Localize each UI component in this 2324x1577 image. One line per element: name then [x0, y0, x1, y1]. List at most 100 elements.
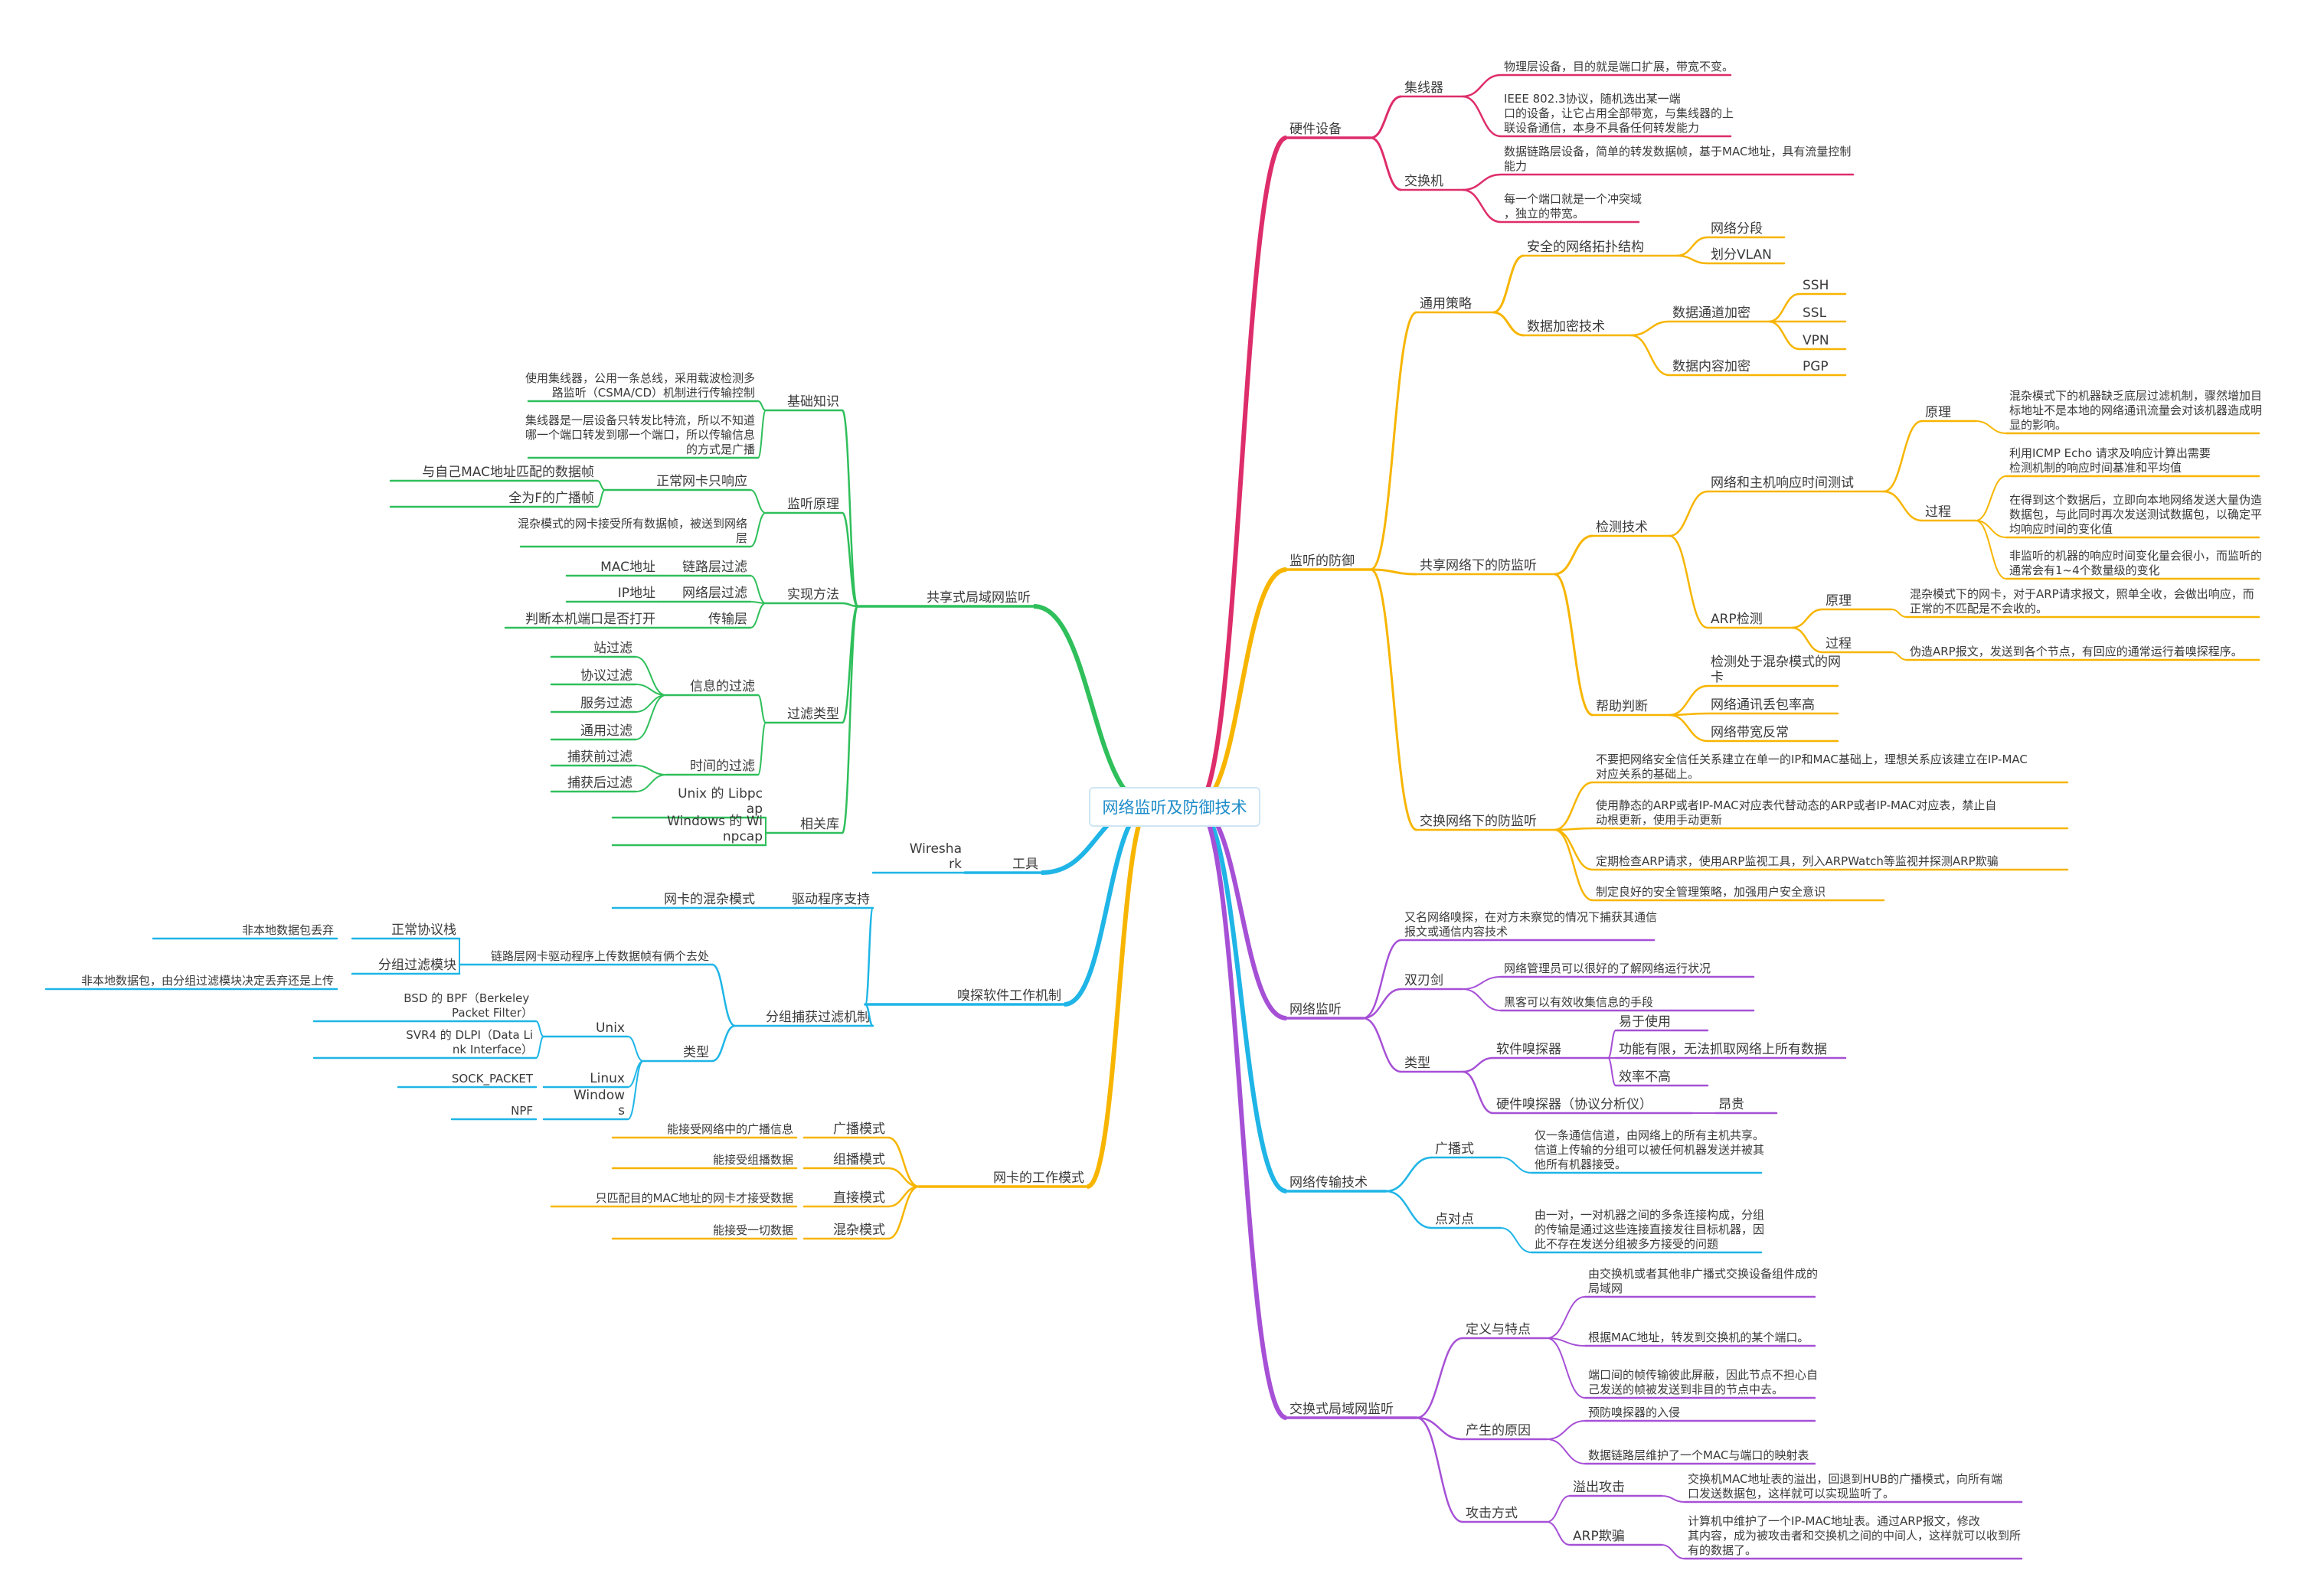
note-filter-module[interactable]: 非本地数据包，由分组过滤模块决定丢弃还是上传 [81, 974, 334, 988]
note-os-1[interactable]: SOCK_PACKET [452, 1072, 534, 1086]
node-detect[interactable]: 检测技术 [1596, 520, 1648, 535]
leaf-topology-1[interactable]: 划分VLAN [1711, 247, 1772, 263]
node-method-1[interactable]: 网络层过滤 [682, 586, 747, 601]
node-topology[interactable]: 安全的网络拓扑结构 [1527, 240, 1644, 255]
leaf-soft-1[interactable]: 功能有限，无法抓取网络上所有数据 [1619, 1042, 1827, 1057]
topic-switched-lan[interactable]: 交换式局域网监听 [1289, 1402, 1394, 1417]
node-broadcast[interactable]: 广播式 [1435, 1141, 1474, 1157]
node-rtt[interactable]: 网络和主机响应时间测试 [1711, 475, 1854, 491]
node-hub[interactable]: 集线器 [1404, 80, 1443, 96]
leaf-channel-2[interactable]: VPN [1803, 333, 1829, 348]
central-topic[interactable]: 网络监听及防御技术 [1089, 787, 1260, 827]
topic-monitor[interactable]: 网络监听 [1289, 1002, 1342, 1017]
note-arp-process[interactable]: 伪造ARP报文，发送到各个节点，有回应的通常运行着嗅探程序。 [1910, 645, 2243, 658]
node-mode-0[interactable]: 广播模式 [833, 1122, 885, 1137]
node-methods[interactable]: 实现方法 [787, 587, 839, 602]
node-filter-types-shared[interactable]: 过滤类型 [787, 707, 839, 722]
note-switch-1[interactable]: 每一个端口就是一个冲突域，独立的带宽。 [1504, 192, 1642, 220]
leaf-normal-nic-0[interactable]: 与自己MAC地址匹配的数据帧 [422, 465, 594, 480]
node-channel-enc[interactable]: 数据通道加密 [1672, 305, 1750, 321]
leaf-feature-2[interactable]: 端口间的帧传输彼此屏蔽，因此节点不担心自己发送的帧被发送到非目的节点中去。 [1588, 1368, 1818, 1396]
topic-defense[interactable]: 监听的防御 [1289, 553, 1355, 569]
note-basics-1[interactable]: 集线器是一层设备只转发比特流，所以不知道哪一个端口转发到哪一个端口，所以传输信息… [525, 413, 755, 456]
node-hard-sniffer[interactable]: 硬件嗅探器（协议分析仪） [1496, 1097, 1652, 1112]
note-mode-2[interactable]: 只匹配目的MAC地址的网卡才接受数据 [596, 1191, 793, 1205]
note-mode-0[interactable]: 能接受网络中的广播信息 [667, 1122, 793, 1136]
node-switch[interactable]: 交换机 [1404, 174, 1443, 189]
leaf-info-0[interactable]: 站过滤 [593, 641, 632, 656]
topic-hardware[interactable]: 硬件设备 [1289, 122, 1342, 137]
node-arp-process[interactable]: 过程 [1826, 636, 1852, 651]
node-judge[interactable]: 帮助判断 [1596, 699, 1648, 714]
leaf-topology-0[interactable]: 网络分段 [1711, 221, 1763, 237]
leaf-channel-1[interactable]: SSL [1803, 305, 1827, 321]
leaf-cause-1[interactable]: 数据链路层维护了一个MAC与端口的映射表 [1588, 1448, 1809, 1462]
node-time-filter[interactable]: 时间的过滤 [690, 759, 755, 774]
node-arp-detect[interactable]: ARP检测 [1711, 612, 1763, 627]
node-filter-types[interactable]: 类型 [683, 1045, 709, 1060]
note-hub-0[interactable]: 物理层设备，目的就是端口扩展，带宽不变。 [1504, 60, 1734, 73]
node-filter-desc[interactable]: 链路层网卡驱动程序上传数据帧有俩个去处 [491, 949, 709, 963]
note-arp-spoof[interactable]: 计算机中维护了一个IP-MAC地址表。通过ARP报文，修改其内容，成为被攻击者和… [1688, 1514, 2021, 1557]
leaf-feature-1[interactable]: 根据MAC地址，转发到交换机的某个端口。 [1588, 1330, 1809, 1344]
leaf-judge-2[interactable]: 网络带宽反常 [1711, 725, 1789, 740]
node-filter-module[interactable]: 分组过滤模块 [378, 958, 456, 973]
leaf-method-1[interactable]: IP地址 [618, 586, 655, 601]
node-os-linux[interactable]: Linux [590, 1071, 625, 1086]
leaf-monitor-desc[interactable]: 又名网络嗅探，在对方未察觉的情况下捕获其通信报文或通信内容技术 [1404, 910, 1657, 939]
leaf-time-0[interactable]: 捕获前过滤 [567, 749, 632, 765]
leaf-normal-nic-1[interactable]: 全为F的广播帧 [508, 491, 594, 506]
leaf-soft-2[interactable]: 效率不高 [1619, 1069, 1671, 1085]
node-feature[interactable]: 定义与特点 [1466, 1322, 1531, 1337]
leaf-double-1[interactable]: 黑客可以有效收集信息的手段 [1504, 995, 1653, 1009]
node-rtt-principle[interactable]: 原理 [1925, 405, 1951, 420]
leaf-double-0[interactable]: 网络管理员可以很好的了解网络运行状况 [1504, 962, 1711, 975]
node-info-filter[interactable]: 信息的过滤 [690, 679, 755, 694]
node-libs[interactable]: 相关库 [800, 817, 839, 832]
leaf-method-2[interactable]: 判断本机端口是否打开 [525, 612, 655, 627]
node-shared-defense[interactable]: 共享网络下的防监听 [1420, 558, 1537, 573]
topic-sniffer[interactable]: 嗅探软件工作机制 [957, 988, 1061, 1004]
leaf-content-0[interactable]: PGP [1803, 359, 1829, 374]
leaf-switched-0[interactable]: 不要把网络安全信任关系建立在单一的IP和MAC基础上，理想关系应该建立在IP-M… [1596, 753, 2028, 781]
note-arp-principle[interactable]: 混杂模式下的网卡，对于ARP请求报文，照单全收，会做出响应，而正常的不匹配是不会… [1910, 587, 2254, 615]
note-basics-0[interactable]: 使用集线器，公用一条总线，采用载波检测多路监听（CSMA/CD）机制进行传输控制 [525, 371, 755, 400]
note-hub-1[interactable]: IEEE 802.3协议，随机选出某一端口的设备，让它占用全部带宽，与集线器的上… [1504, 92, 1734, 135]
leaf-info-1[interactable]: 协议过滤 [580, 668, 632, 684]
leaf-hard-0[interactable]: 昂贵 [1718, 1097, 1744, 1112]
leaf-time-1[interactable]: 捕获后过滤 [567, 775, 632, 791]
node-rtt-process[interactable]: 过程 [1925, 504, 1951, 520]
node-method-0[interactable]: 链路层过滤 [682, 560, 747, 575]
node-double-edged[interactable]: 双刃剑 [1404, 973, 1443, 988]
note-os-2[interactable]: NPF [511, 1104, 533, 1118]
topic-shared-lan[interactable]: 共享式局域网监听 [927, 590, 1031, 606]
node-mode-1[interactable]: 组播模式 [833, 1152, 885, 1167]
leaf-method-0[interactable]: MAC地址 [600, 560, 655, 575]
node-method-2[interactable]: 传输层 [708, 612, 747, 627]
note-mode-1[interactable]: 能接受组播数据 [713, 1153, 793, 1167]
node-arp-spoof[interactable]: ARP欺骗 [1573, 1529, 1625, 1544]
note-rtt-process-1[interactable]: 在得到这个数据后，立即向本地网络发送大量伪造数据包，与此同时再次发送测试数据包，… [2009, 493, 2262, 536]
node-basics[interactable]: 基础知识 [787, 394, 839, 410]
note-switch-0[interactable]: 数据链路层设备，简单的转发数据帧，基于MAC地址，具有流量控制能力 [1504, 145, 1851, 173]
leaf-cause-0[interactable]: 预防嗅探器的入侵 [1588, 1406, 1680, 1419]
leaf-switched-2[interactable]: 定期检查ARP请求，使用ARP监视工具，列入ARPWatch等监视并探测ARP欺… [1596, 854, 1999, 868]
leaf-promisc[interactable]: 混杂模式的网卡接受所有数据帧，被送到网络层 [518, 517, 747, 545]
leaf-feature-0[interactable]: 由交换机或者其他非广播式交换设备组件成的局域网 [1588, 1267, 1818, 1295]
note-p2p[interactable]: 由一对，一对机器之间的多条连接构成，分组的传输是通过这些连接直接发往目标机器，因… [1535, 1208, 1764, 1251]
leaf-switched-3[interactable]: 制定良好的安全管理策略，加强用户安全意识 [1596, 885, 1826, 899]
note-broadcast[interactable]: 仅一条通信信道，由网络上的所有主机共享。信道上传输的分组可以被任何机器发送并被其… [1535, 1128, 1764, 1171]
leaf-soft-0[interactable]: 易于使用 [1619, 1014, 1671, 1030]
note-overflow[interactable]: 交换机MAC地址表的溢出，回退到HUB的广播模式，向所有端口发送数据包，这样就可… [1688, 1472, 2002, 1500]
leaf-info-3[interactable]: 通用过滤 [580, 723, 632, 739]
node-os-unix[interactable]: Unix [596, 1020, 625, 1036]
topic-tools[interactable]: 工具 [1012, 857, 1038, 872]
node-normal-nic[interactable]: 正常网卡只响应 [656, 474, 747, 489]
node-switched-defense[interactable]: 交换网络下的防监听 [1420, 814, 1537, 829]
node-driver[interactable]: 驱动程序支持 [792, 892, 870, 907]
